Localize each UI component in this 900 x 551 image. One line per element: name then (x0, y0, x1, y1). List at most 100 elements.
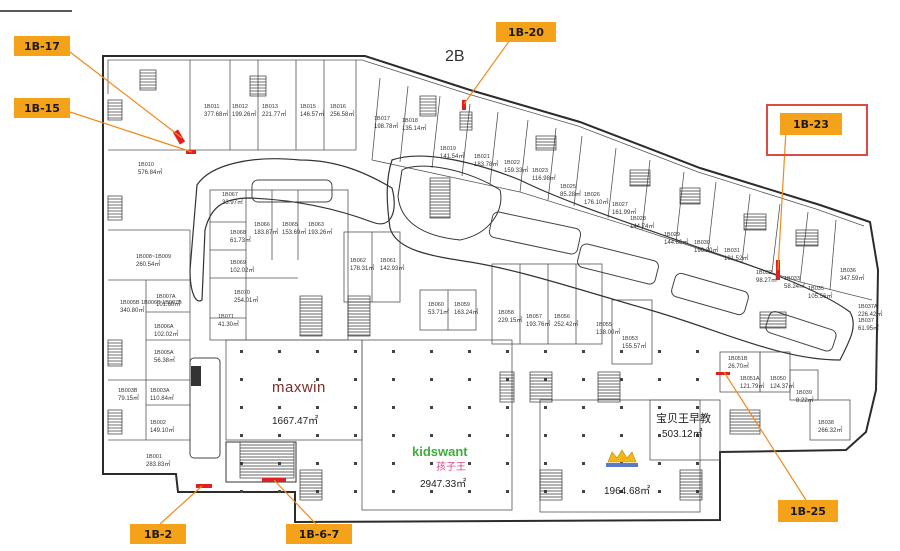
unit-id-label: 1B051A (740, 376, 760, 382)
unit-area-label: 98.27㎡ (756, 276, 777, 284)
unit-area-label: 33.97㎡ (222, 198, 243, 206)
unit-area-label: 146.57㎡ (300, 110, 324, 118)
unit-area-label: 85.28㎡ (560, 190, 581, 198)
unit-id-label: 1B071 (218, 314, 234, 320)
column-dot (392, 350, 395, 353)
unit-id-label: 1B050 (770, 376, 786, 382)
column-dot (316, 406, 319, 409)
column-dot (506, 490, 509, 493)
column-dot (620, 434, 623, 437)
unit-area-label: 101.60㎡ (156, 300, 180, 308)
escalator-block (795, 229, 819, 247)
unit-area-label: 377.68㎡ (204, 110, 228, 118)
unit-area-label: 79.15㎡ (118, 394, 139, 402)
unit-id-label: 1B063 (308, 222, 324, 228)
column-dot (582, 462, 585, 465)
unit-id-label: 1B067 (222, 192, 238, 198)
early-edu-store (649, 399, 721, 461)
escalator-block (107, 99, 123, 121)
callout-1b-17[interactable]: 1B-17 (14, 36, 70, 56)
unit-id-label: 1B021 (474, 154, 490, 160)
callout-1b-2[interactable]: 1B-2 (130, 524, 186, 544)
unit-area-label: 283.83㎡ (146, 460, 170, 468)
callout-1b-15[interactable]: 1B-15 (14, 98, 70, 118)
callout-1b-23[interactable]: 1B-23 (780, 113, 842, 135)
column-dot (506, 350, 509, 353)
unit-id-label: 1B025 (560, 184, 576, 190)
kidswant-logo-text: kidswant (412, 444, 468, 459)
unit-area-label: 116.98㎡ (532, 174, 556, 182)
unit-area-label: 193.26㎡ (308, 228, 332, 236)
escalator-block (419, 95, 437, 117)
unit-area-label: 347.59㎡ (840, 274, 864, 282)
unit-area-label: 199.26㎡ (232, 110, 256, 118)
column-dot (240, 490, 243, 493)
unit-area-label: 102.02㎡ (230, 266, 254, 274)
atrium-void-center (386, 155, 854, 361)
column-dot (354, 378, 357, 381)
kidswant-area: 2947.33㎡ (420, 478, 466, 490)
escalator-block (249, 75, 267, 97)
unit-area-label: 576.84㎡ (138, 168, 162, 176)
unit-area-label: 163.24㎡ (454, 308, 478, 316)
unit-area-label: 229.15㎡ (498, 316, 522, 324)
unit-area-label: 193.76㎡ (526, 320, 550, 328)
column-dot (392, 378, 395, 381)
unit-area-label: 196.20㎡ (694, 246, 718, 254)
anchor-right-area: 1964.68㎡ (604, 485, 650, 497)
atrium-void-left (189, 158, 395, 302)
unit-area-label: 141.54㎡ (440, 152, 464, 160)
column-dot (582, 490, 585, 493)
column-dot (278, 378, 281, 381)
column-dot (316, 350, 319, 353)
column-dot (430, 406, 433, 409)
unit-id-label: 1B010 (138, 162, 154, 168)
kidswant-sub-text: 孩子王 (436, 460, 466, 473)
callout-1b-23-frame (766, 104, 868, 156)
column-dot (582, 434, 585, 437)
column-dot (658, 434, 661, 437)
unit-id-label: 1B030 (694, 240, 710, 246)
unit-area-label: 266.32㎡ (818, 426, 842, 434)
callout-1b-20[interactable]: 1B-20 (496, 22, 556, 42)
column-dot (468, 462, 471, 465)
column-dot (468, 406, 471, 409)
unit-id-label: 1B005B 1B006B 1B007B (120, 300, 182, 306)
column-dot (468, 350, 471, 353)
column-dot (430, 462, 433, 465)
unit-area-label: 191.52㎡ (724, 254, 748, 262)
callout-1b-6-7[interactable]: 1B-6-7 (286, 524, 352, 544)
unit-area-label: 198.78㎡ (374, 122, 398, 130)
unit-area-label: 26.70㎡ (728, 362, 749, 370)
column-dot (278, 462, 281, 465)
unit-id-label: 1B068 (230, 230, 246, 236)
unit-id-label: 1B065 (282, 222, 298, 228)
unit-area-label: 102.02㎡ (154, 330, 178, 338)
unit-id-label: 1B058 (498, 310, 514, 316)
callout-1b-20-label: 1B-20 (508, 25, 544, 39)
column-dot (544, 350, 547, 353)
unit-id-label: 1B035 (808, 286, 824, 292)
column-dot (278, 406, 281, 409)
callout-1b-25-label: 1B-25 (790, 504, 826, 518)
unit-id-label: 1B062 (350, 258, 366, 264)
unit-id-label: 1B031 (724, 248, 740, 254)
escalator-block (107, 339, 123, 367)
column-dot (354, 434, 357, 437)
unit-id-label: 1B026 (584, 192, 600, 198)
column-dot (354, 462, 357, 465)
unit-area-label: 155.57㎡ (622, 342, 646, 350)
escalator-block (347, 295, 371, 337)
column-dot (544, 490, 547, 493)
column-dot (240, 406, 243, 409)
unit-area-label: 135.14㎡ (402, 124, 426, 132)
column-dot (278, 350, 281, 353)
unit-id-label: 1B015 (300, 104, 316, 110)
escalator-block (429, 177, 451, 219)
unit-area-label: 159.33㎡ (504, 166, 528, 174)
column-dot (392, 434, 395, 437)
column-dot (620, 378, 623, 381)
column-dot (544, 462, 547, 465)
unit-area-label: 61.95㎡ (858, 324, 879, 332)
callout-1b-25[interactable]: 1B-25 (778, 500, 838, 522)
